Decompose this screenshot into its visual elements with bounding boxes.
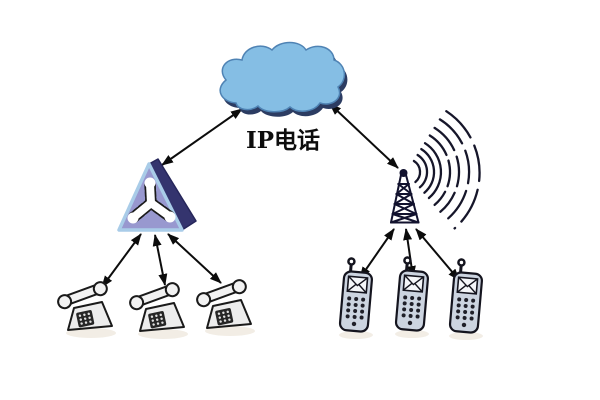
desk-phone-icon <box>55 279 117 339</box>
triangle-gateway-icon <box>117 158 197 232</box>
edge-basestation-mobile1 <box>359 228 395 279</box>
edge-basestation-mobile3 <box>415 228 460 281</box>
desk-phone-icon <box>127 280 189 340</box>
radio-waves-icon <box>412 110 481 230</box>
edges <box>101 103 460 288</box>
antenna-tower-icon <box>390 169 420 224</box>
edge-gatekeeper-cloud <box>161 108 243 166</box>
cloud-label: IP电话 <box>246 127 320 154</box>
desk-phone-icon <box>194 277 256 337</box>
mobile-phone-icon <box>337 256 376 341</box>
cloud-icon <box>219 41 348 117</box>
edge-gatekeeper-deskphone2 <box>152 234 168 286</box>
edge-basestation-cloud <box>329 103 399 169</box>
mobile-phone-icon <box>447 257 486 342</box>
edge-gatekeeper-deskphone3 <box>167 233 222 284</box>
edge-gatekeeper-deskphone1 <box>101 233 142 288</box>
y-symbol <box>127 177 176 224</box>
edge-basestation-mobile2 <box>403 228 416 278</box>
